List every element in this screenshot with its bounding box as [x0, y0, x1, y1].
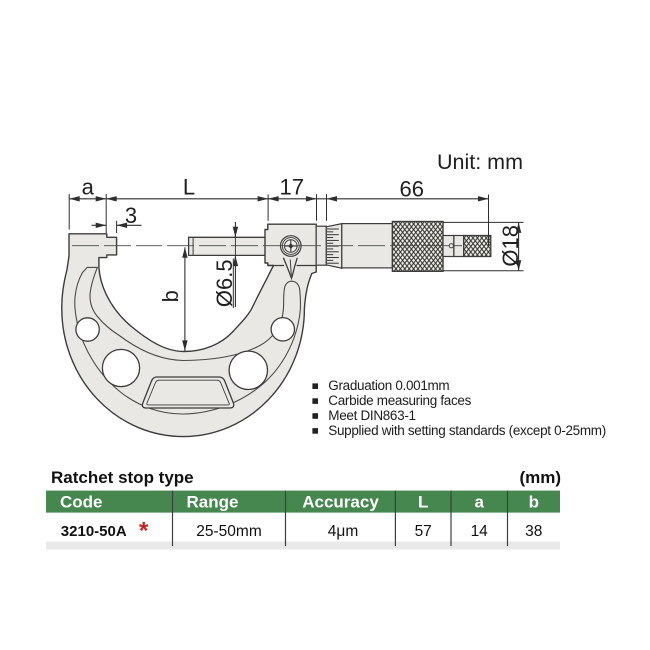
svg-text:Ø18: Ø18	[498, 225, 523, 267]
svg-text:L: L	[183, 174, 195, 199]
svg-text:Carbide measuring faces: Carbide measuring faces	[328, 393, 471, 408]
svg-text:Accuracy: Accuracy	[302, 492, 379, 511]
svg-text:*: *	[139, 518, 149, 545]
svg-text:Code: Code	[60, 492, 103, 511]
svg-text:Ø6.5: Ø6.5	[212, 259, 237, 307]
svg-text:Ratchet stop type: Ratchet stop type	[51, 468, 194, 487]
svg-text:38: 38	[525, 523, 542, 540]
svg-text:L: L	[418, 492, 428, 511]
svg-text:25-50mm: 25-50mm	[196, 523, 261, 540]
svg-text:3210-50A: 3210-50A	[61, 523, 127, 540]
svg-text:Range: Range	[187, 492, 239, 511]
svg-text:17: 17	[280, 175, 304, 200]
svg-text:14: 14	[471, 523, 489, 540]
svg-text:b: b	[158, 290, 183, 302]
svg-text:Unit: mm: Unit: mm	[437, 150, 523, 174]
svg-text:(mm): (mm)	[519, 468, 561, 487]
svg-text:a: a	[474, 492, 484, 511]
svg-text:Meet DIN863-1: Meet DIN863-1	[328, 408, 415, 423]
svg-text:Graduation 0.001mm: Graduation 0.001mm	[328, 378, 449, 393]
svg-text:b: b	[529, 492, 539, 511]
svg-text:57: 57	[415, 523, 432, 540]
svg-text:Supplied with setting standard: Supplied with setting standards (except …	[328, 423, 606, 438]
svg-text:4μm: 4μm	[328, 523, 358, 540]
svg-text:a: a	[82, 174, 95, 199]
svg-text:66: 66	[399, 176, 423, 201]
svg-text:3: 3	[125, 203, 137, 228]
